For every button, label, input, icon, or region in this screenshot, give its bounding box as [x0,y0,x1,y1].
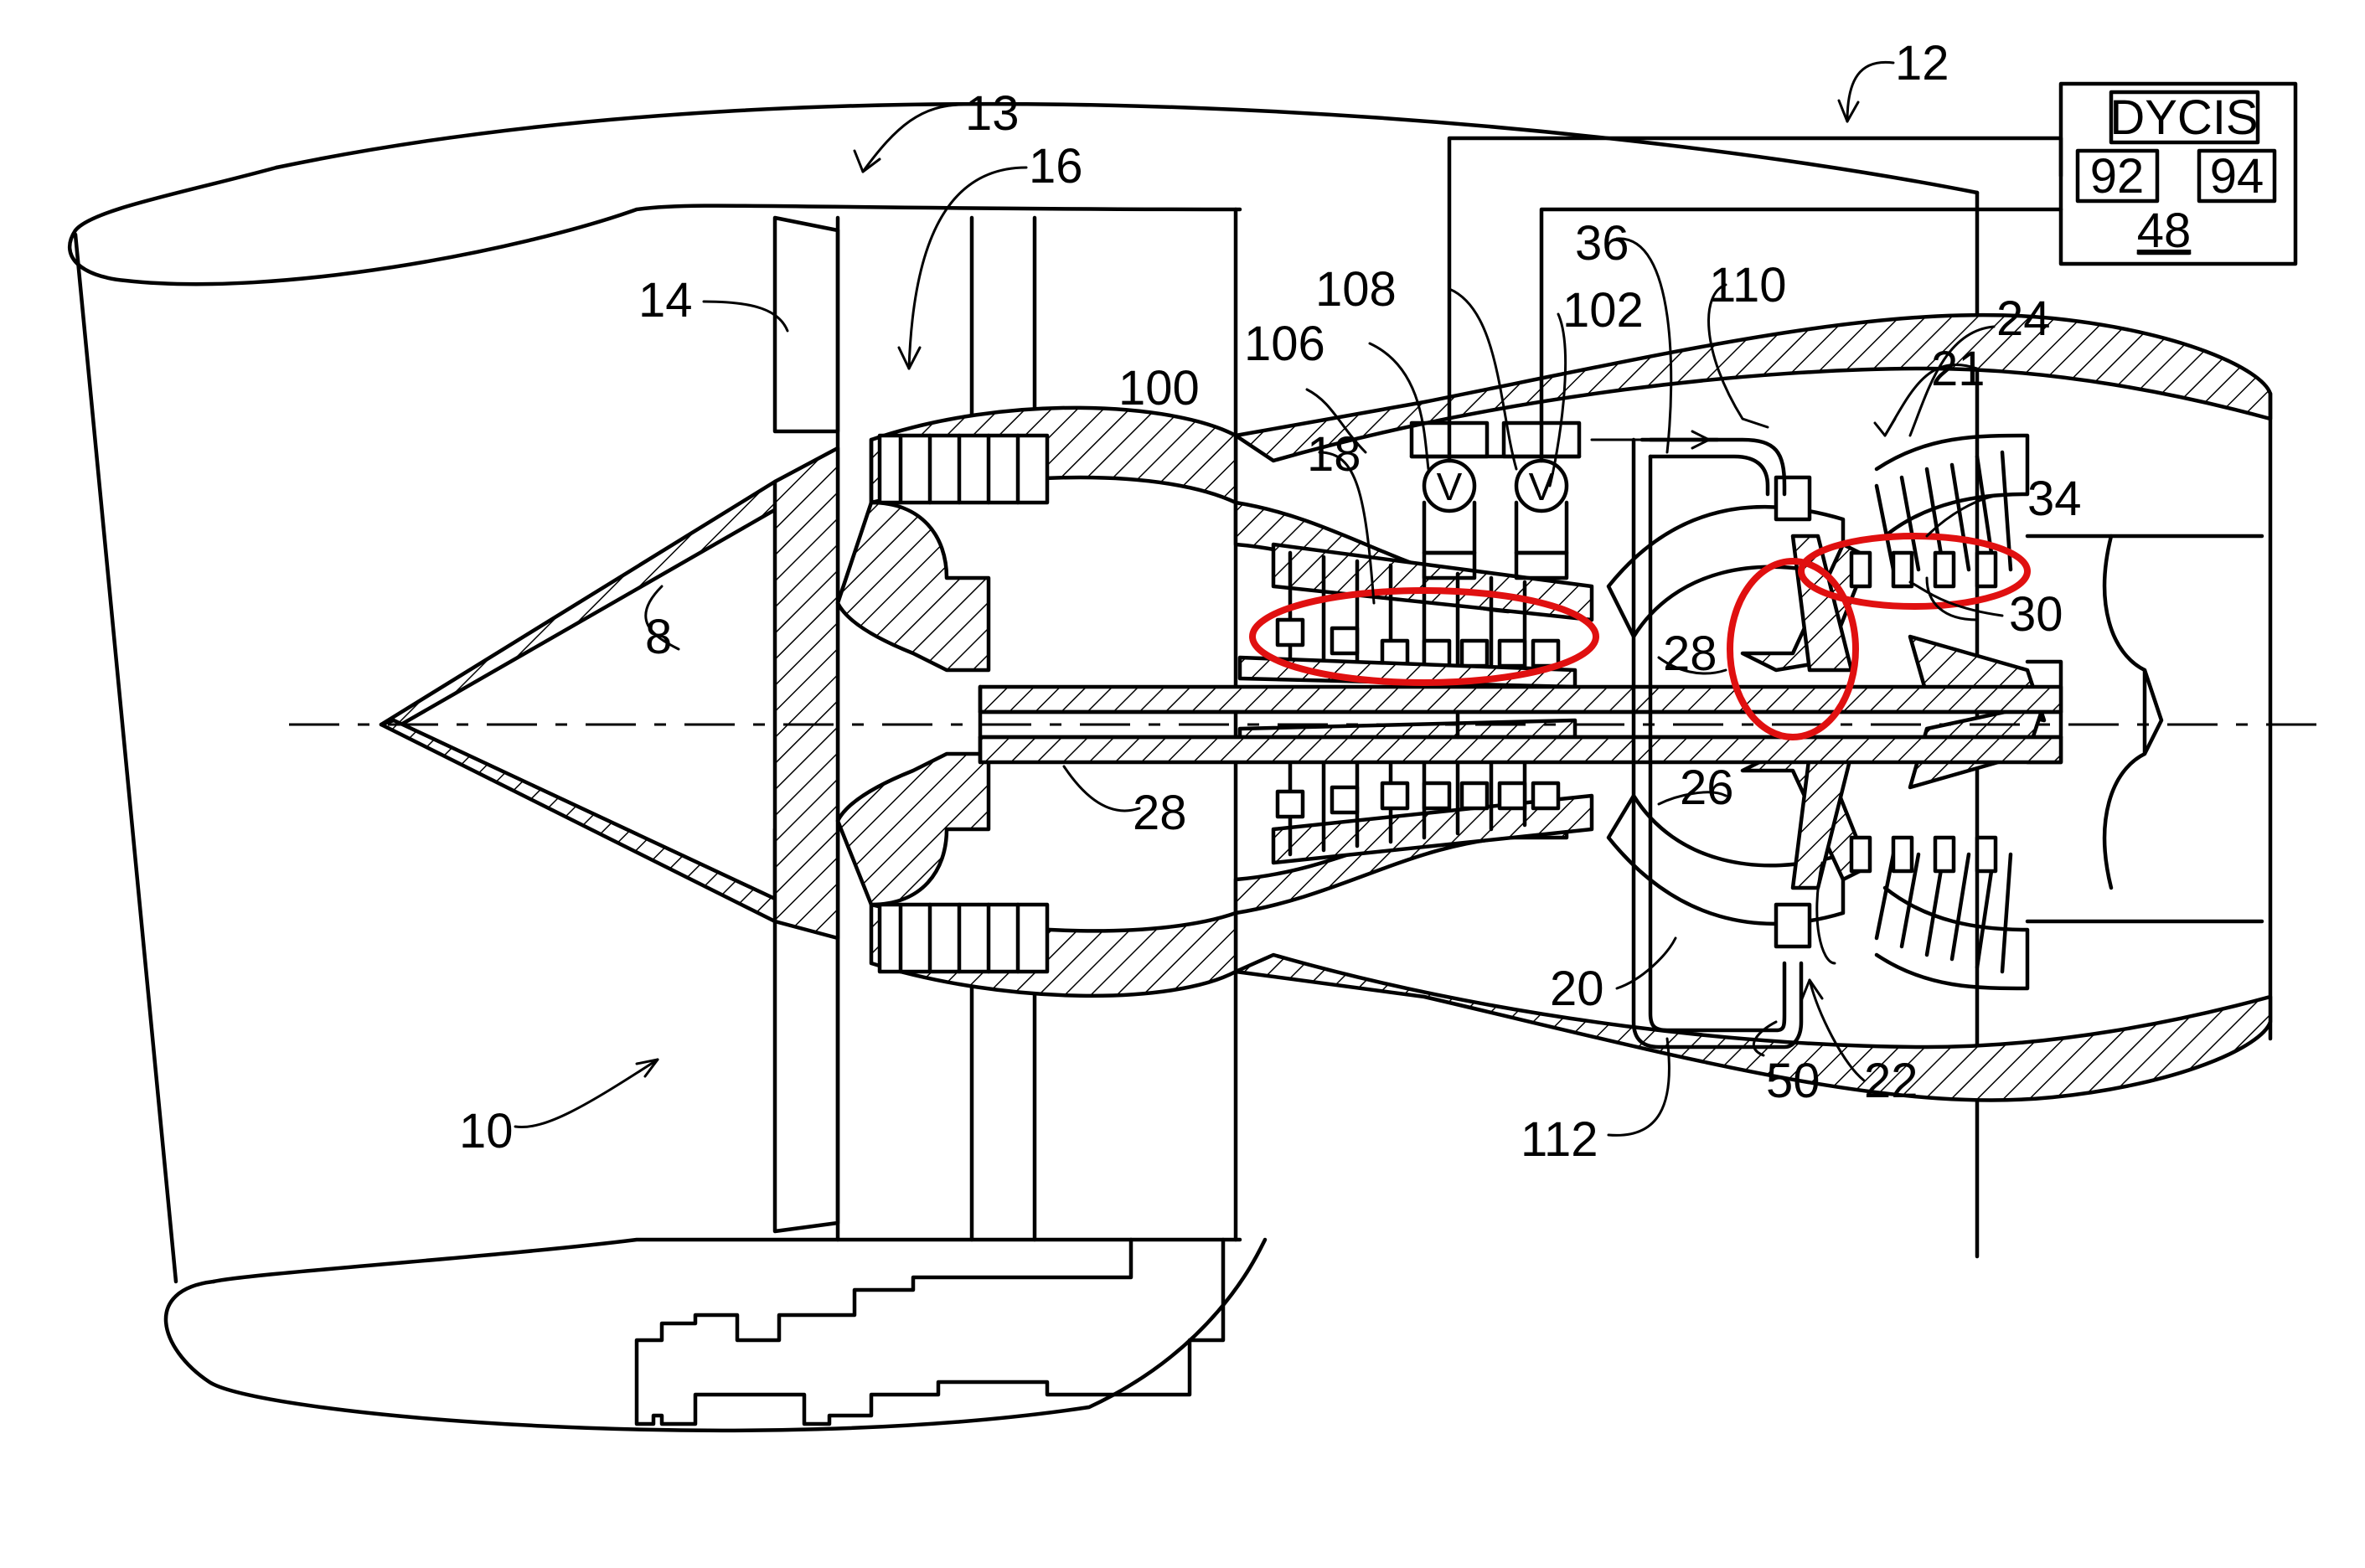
label-14: 14 [638,273,693,328]
turbine-rear-frame [1908,534,2264,924]
dycis-title: DYCIS [2109,90,2258,145]
combustor [1606,504,1871,926]
label-21: 21 [1931,342,1985,396]
booster-upper [835,405,1238,673]
dycis-94: 94 [2210,149,2264,204]
accessory-gearbox [634,1237,1226,1426]
label-10: 10 [459,1104,514,1158]
valve-assembly: V V [1409,420,1582,580]
hp-turbine [1774,475,1854,949]
lp-turbine-lower [1849,835,2030,991]
label-8: 8 [645,610,672,664]
label-16: 16 [1029,139,1083,193]
label-28-lower: 28 [1133,786,1187,840]
dycis-48: 48 [2137,204,2192,258]
label-108: 108 [1315,262,1397,317]
highlight-hp-compressor [1249,587,1599,686]
lp-turbine-upper [1849,433,2030,589]
label-100: 100 [1118,361,1200,415]
label-36: 36 [1575,216,1629,271]
bleed-air-pipe [1590,430,1804,1050]
shafts [978,684,2063,765]
booster-lower [835,751,1238,998]
label-22: 22 [1864,1054,1918,1108]
label-18: 18 [1307,427,1361,482]
label-50: 50 [1766,1054,1820,1108]
label-112: 112 [1521,1112,1598,1167]
label-106: 106 [1244,317,1325,371]
leader-lines [514,60,2012,1137]
label-34: 34 [2027,472,2082,526]
core-casing-lower [1233,810,2273,1102]
label-110: 110 [1709,258,1786,312]
label-12: 12 [1895,36,1949,90]
valve-left-label: V [1437,465,1463,508]
label-30: 30 [2009,587,2063,642]
nose-cone [379,446,840,941]
highlight-hp-turbine [1727,558,1859,740]
label-24: 24 [1996,291,2051,346]
reference-numerals: 8 10 12 13 14 16 18 20 21 22 24 26 28 28… [459,36,2082,1167]
dycis-control-box: DYCIS 92 94 48 [2058,81,2298,266]
label-102: 102 [1562,283,1644,338]
label-26: 26 [1680,761,1734,815]
label-20: 20 [1550,962,1604,1016]
highlight-markers [1249,533,2031,740]
dycis-92: 92 [2090,149,2145,204]
highlight-lp-turbine [1798,533,2031,610]
label-13: 13 [965,86,1020,141]
label-28-upper: 28 [1663,627,1717,681]
